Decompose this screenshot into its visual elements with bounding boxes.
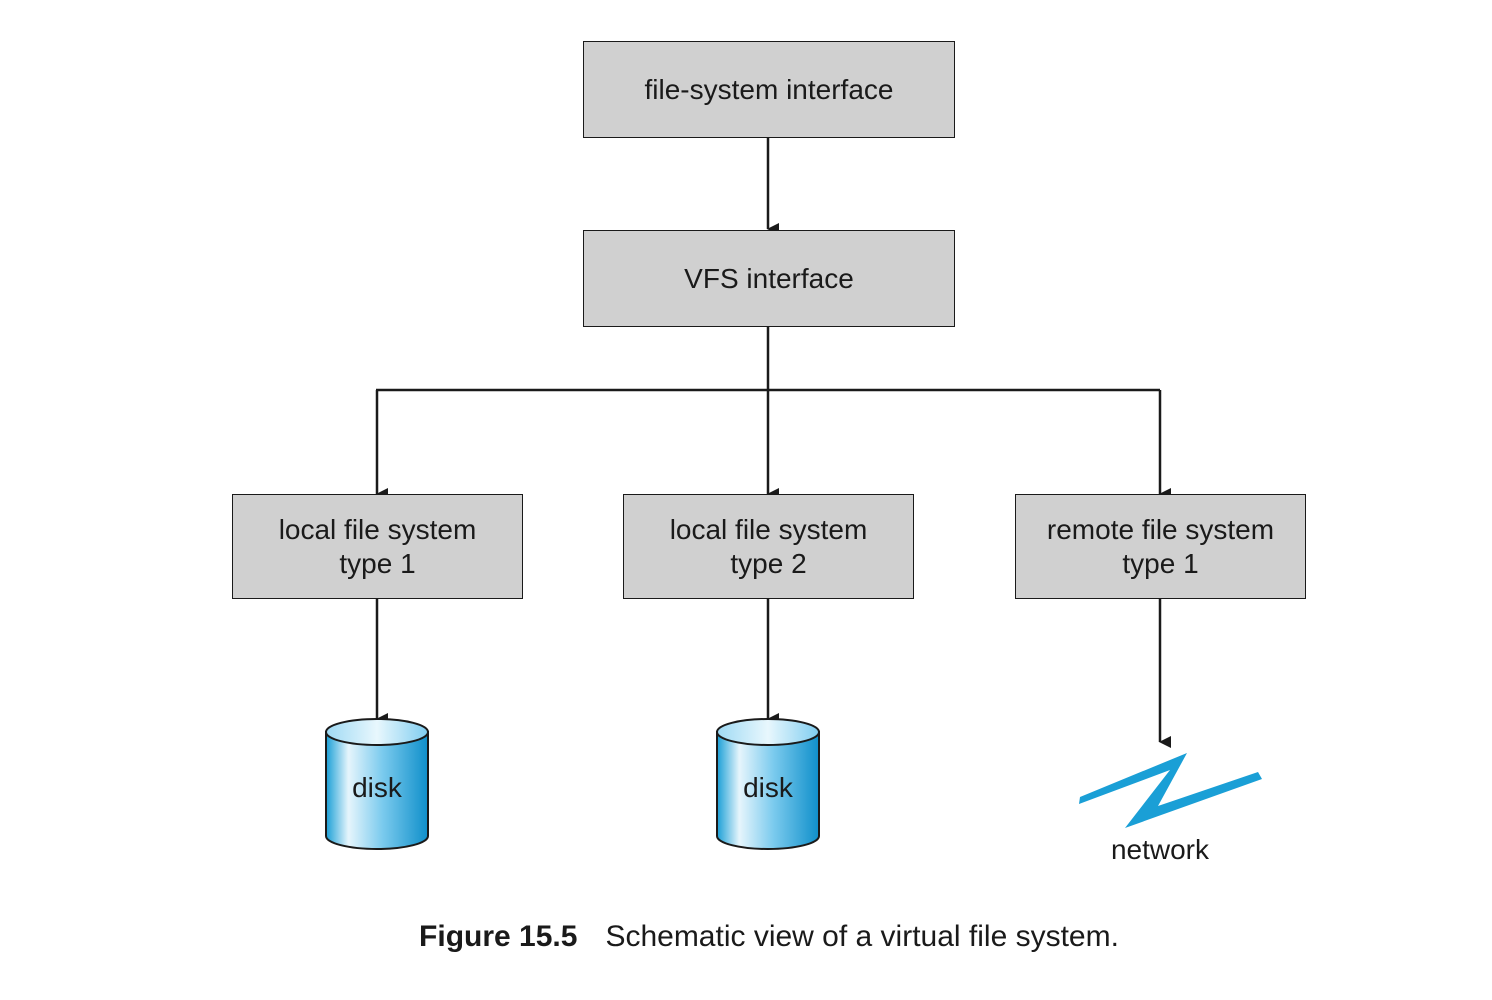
- local-fs-type1-line2: type 1: [339, 547, 416, 579]
- vfs-interface-label: VFS interface: [684, 262, 854, 294]
- local-fs-type1-line1: local file system: [278, 513, 477, 545]
- disk-icon: [325, 718, 429, 850]
- remote-fs-type1-line2: type 1: [1122, 547, 1199, 579]
- disk2-label: disk: [743, 772, 793, 803]
- network-label: network: [1110, 834, 1210, 865]
- figure-caption-text: Schematic view of a virtual file system.: [605, 920, 1119, 953]
- disk1-label: disk: [352, 772, 402, 803]
- file-system-interface-box: file-system interface: [583, 41, 955, 138]
- remote-fs-type1-box: remote file system type 1: [1015, 494, 1306, 599]
- disk-icon: [716, 718, 820, 850]
- local-fs-type2-line2: type 2: [730, 547, 807, 579]
- network-bolt-icon: [1079, 753, 1262, 828]
- remote-fs-type1-line1: remote file system: [1046, 513, 1275, 545]
- local-fs-type2-box: local file system type 2: [623, 494, 914, 599]
- local-fs-type2-line1: local file system: [669, 513, 868, 545]
- local-fs-type1-box: local file system type 1: [232, 494, 523, 599]
- vfs-interface-box: VFS interface: [583, 230, 955, 327]
- figure-caption: Figure 15.5 Schematic view of a virtual f…: [0, 920, 1492, 954]
- file-system-interface-label: file-system interface: [644, 73, 894, 105]
- figure-number: Figure 15.5: [419, 920, 578, 953]
